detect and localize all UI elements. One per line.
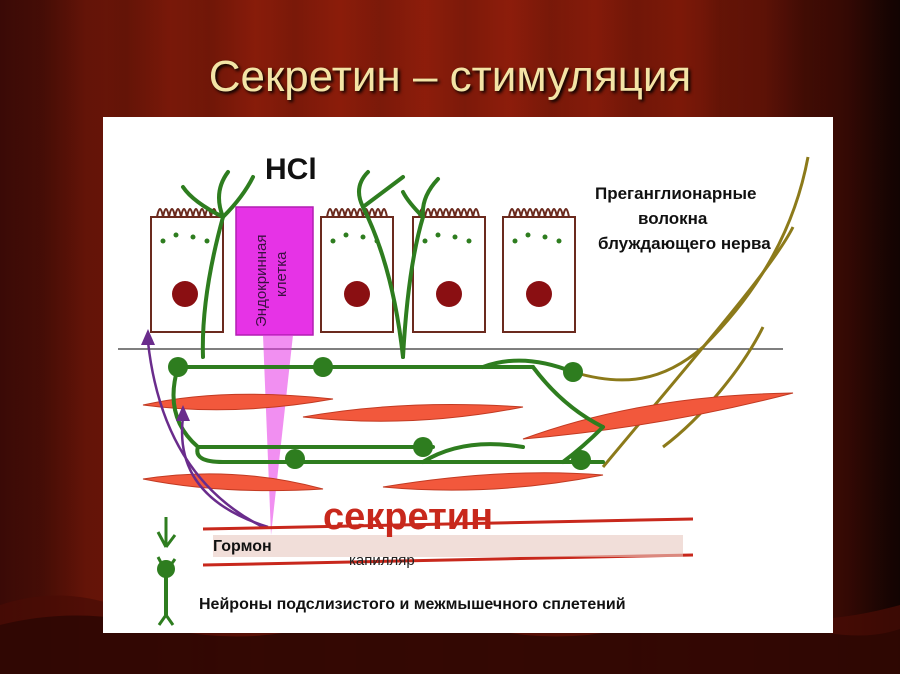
hormone-label: Гормон — [213, 538, 272, 555]
hcl-label: HCl — [265, 153, 317, 186]
legend-neuron-icon — [156, 517, 177, 626]
slide-title: Секретин – стимуляция — [208, 52, 692, 101]
nerve-label-line3: блуждающего нерва — [598, 234, 771, 253]
arrow-head — [141, 329, 155, 345]
diagram-panel: Эндокринная клетка HCl Преганглионарные … — [103, 117, 833, 633]
epithelial-cell — [320, 208, 394, 333]
endocrine-cell-label-line2: клетка — [273, 251, 290, 297]
epithelial-cell — [412, 208, 486, 333]
arrow-head — [176, 405, 190, 421]
endocrine-cell — [235, 206, 314, 336]
capillary — [202, 517, 694, 567]
neuron-network — [171, 170, 605, 464]
hormone-arrows — [146, 341, 269, 529]
nerve-label-line1: Преганглионарные — [595, 184, 757, 203]
nerve-label-line2: волокна — [638, 209, 708, 228]
cell-nuclei — [172, 281, 552, 307]
secretin-diagram: Эндокринная клетка HCl Преганглионарные … — [118, 153, 810, 626]
epithelial-cell — [150, 208, 224, 333]
endocrine-cell-label-line1: Эндокринная — [253, 235, 270, 327]
secretory-granules — [160, 232, 562, 244]
neuron-cell-bodies — [168, 357, 591, 470]
smooth-muscle-cells — [142, 392, 794, 492]
neurons-legend-label: Нейроны подслизистого и межмышечного спл… — [199, 596, 626, 613]
capillary-label: капилляр — [349, 552, 415, 569]
secretin-label: секретин — [323, 496, 493, 538]
epithelial-cell — [502, 208, 576, 333]
